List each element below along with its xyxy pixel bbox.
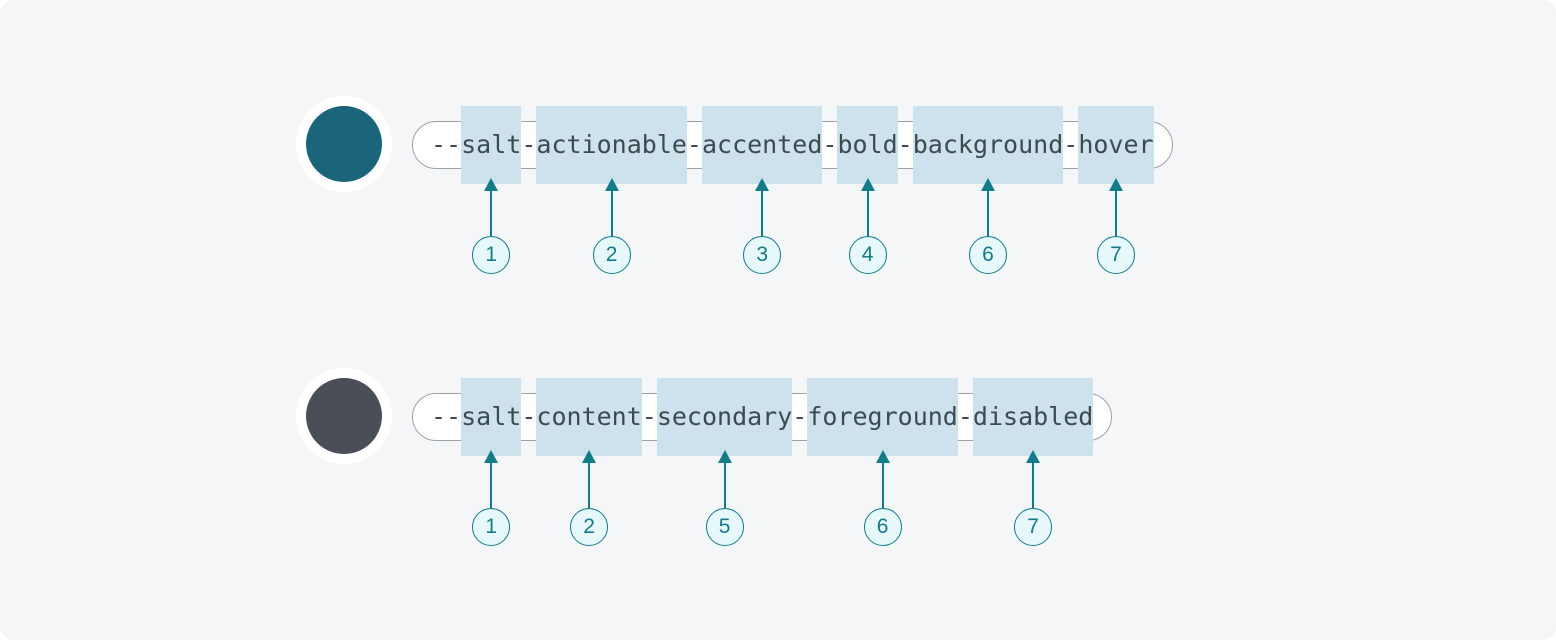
token-part-label: content: [536, 402, 642, 431]
arrow-up-icon: [604, 178, 619, 191]
token-part-label: background: [912, 130, 1064, 159]
callout-number-badge: 1: [472, 508, 511, 546]
callout-marker: 2: [569, 450, 609, 546]
arrow-up-icon: [875, 450, 890, 463]
callout-marker: 5: [705, 450, 745, 546]
arrow-up-icon: [755, 178, 770, 191]
token-part-label: disabled: [972, 402, 1094, 431]
callout-marker: 7: [1013, 450, 1053, 546]
callout-marker: 1: [471, 450, 511, 546]
token-name-text: --salt-actionable-accented-bold-backgrou…: [431, 106, 1154, 184]
callout-stem: [761, 190, 764, 236]
token-part-label: -: [521, 130, 537, 159]
callout-stem: [490, 190, 493, 236]
callout-number-badge: 5: [705, 508, 744, 546]
token-part-label: salt: [461, 402, 522, 431]
token-part-highlighted: background: [912, 106, 1064, 184]
token-part-label: secondary: [656, 402, 793, 431]
token-separator: -: [521, 121, 536, 169]
arrow-up-icon: [582, 450, 597, 463]
token-separator: -: [1063, 121, 1078, 169]
callout-stem: [588, 462, 591, 508]
arrow-up-icon: [484, 178, 499, 191]
callout-marker: 1: [471, 178, 511, 274]
callout-number-badge: 2: [570, 508, 609, 546]
token-part-highlighted: secondary: [656, 378, 793, 456]
color-swatch: [296, 96, 392, 192]
callout-stem: [881, 462, 884, 508]
arrow-up-icon: [1108, 178, 1123, 191]
token-part-label: --: [431, 130, 462, 159]
token-separator: --: [431, 121, 461, 169]
callout-stem: [610, 190, 613, 236]
callout-number-badge: 6: [968, 236, 1007, 274]
callout-marker: 7: [1096, 178, 1136, 274]
callout-stem: [490, 462, 493, 508]
token-part-label: -: [792, 402, 808, 431]
callout-stem: [986, 190, 989, 236]
callout-stem: [1032, 462, 1035, 508]
token-part-highlighted: actionable: [536, 106, 687, 184]
callout-marker: 6: [968, 178, 1008, 274]
token-part-label: -: [1063, 130, 1079, 159]
callout-number-badge: 4: [848, 236, 887, 274]
arrow-up-icon: [1026, 450, 1041, 463]
token-separator: -: [822, 121, 837, 169]
color-swatch: [296, 368, 392, 464]
callout-marker: 2: [592, 178, 632, 274]
callout-stem: [723, 462, 726, 508]
token-part-label: --: [431, 402, 462, 431]
token-part-label: -: [686, 130, 702, 159]
token-part-label: -: [897, 130, 913, 159]
token-part-highlighted: salt: [461, 106, 522, 184]
token-separator: -: [687, 121, 702, 169]
arrow-up-icon: [717, 450, 732, 463]
token-part-highlighted: disabled: [972, 378, 1094, 456]
callout-marker: 6: [863, 450, 903, 546]
token-part-highlighted: accented: [701, 106, 823, 184]
token-part-label: -: [822, 130, 838, 159]
callout-number-badge: 7: [1096, 236, 1135, 274]
token-separator: -: [898, 121, 913, 169]
token-part-label: accented: [701, 130, 823, 159]
callout-number-badge: 6: [863, 508, 902, 546]
callout-number-badge: 3: [743, 236, 782, 274]
arrow-up-icon: [980, 178, 995, 191]
token-part-highlighted: foreground: [807, 378, 958, 456]
token-part-label: salt: [461, 130, 522, 159]
callout-marker: 3: [742, 178, 782, 274]
token-part-label: -: [641, 402, 657, 431]
token-name-pill[interactable]: --salt-content-secondary-foreground-disa…: [412, 378, 1113, 456]
token-separator: -: [792, 393, 807, 441]
token-part-label: hover: [1078, 130, 1154, 159]
token-name-pill[interactable]: --salt-actionable-accented-bold-backgrou…: [412, 106, 1173, 184]
token-separator: -: [521, 393, 536, 441]
token-part-highlighted: content: [536, 378, 643, 456]
arrow-up-icon: [860, 178, 875, 191]
token-separator: -: [958, 393, 973, 441]
token-part-highlighted: bold: [837, 106, 898, 184]
token-separator: -: [642, 393, 657, 441]
color-swatch-dot: [306, 106, 382, 182]
arrow-up-icon: [484, 450, 499, 463]
callout-stem: [1114, 190, 1117, 236]
callout-number-badge: 2: [592, 236, 631, 274]
token-separator: --: [431, 393, 461, 441]
token-part-label: -: [521, 402, 537, 431]
token-name-text: --salt-content-secondary-foreground-disa…: [431, 378, 1094, 456]
token-part-label: -: [957, 402, 973, 431]
color-swatch-dot: [306, 378, 382, 454]
callout-marker: 4: [848, 178, 888, 274]
token-part-highlighted: hover: [1078, 106, 1154, 184]
token-part-highlighted: salt: [461, 378, 522, 456]
token-part-label: actionable: [536, 130, 687, 159]
callout-stem: [866, 190, 869, 236]
callout-number-badge: 1: [472, 236, 511, 274]
token-part-label: bold: [837, 130, 898, 159]
callout-number-badge: 7: [1014, 508, 1053, 546]
token-part-label: foreground: [807, 402, 958, 431]
